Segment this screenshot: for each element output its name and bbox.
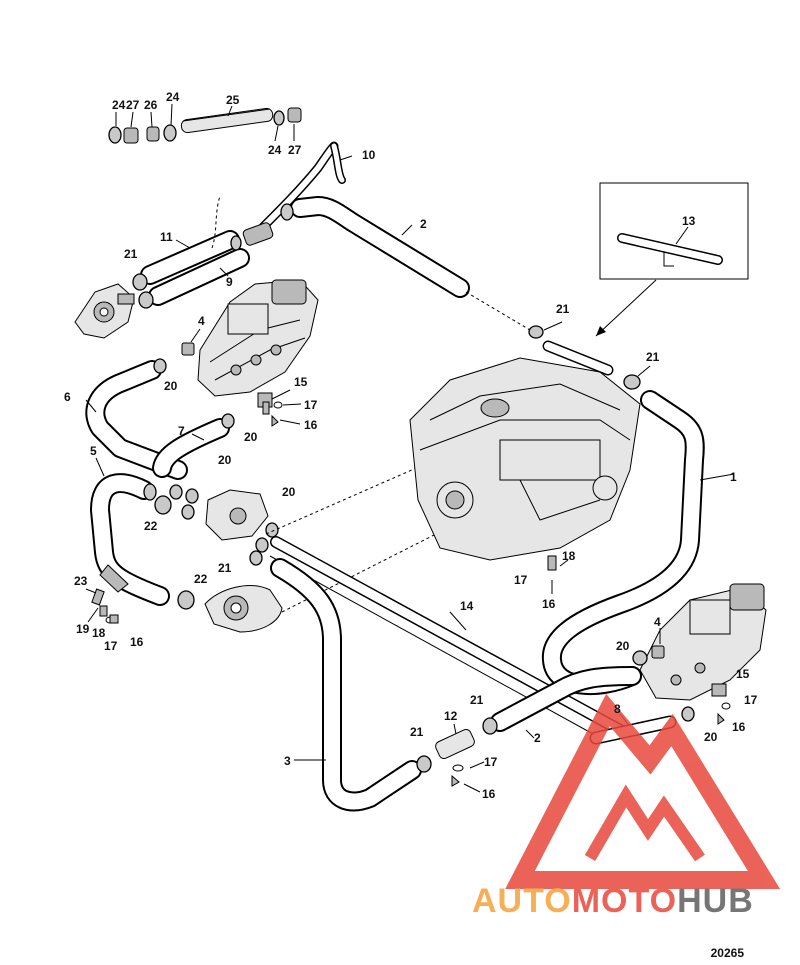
callout-17: 17: [104, 639, 118, 653]
thermostat-housing-center: [169, 461, 431, 566]
callout-20: 20: [164, 379, 178, 393]
callout-16: 16: [130, 635, 144, 649]
pipe-10: [242, 141, 353, 246]
callout-20: 20: [218, 453, 232, 467]
callout-27: 27: [126, 98, 140, 112]
callout-21: 21: [470, 693, 484, 707]
callout-24: 24: [166, 90, 180, 104]
fittings-lower-left: [85, 588, 119, 624]
inset-box-13: [595, 182, 749, 337]
callout-17: 17: [744, 693, 758, 707]
hoses-9-11: [132, 195, 250, 309]
hose-2-upper: [280, 196, 531, 331]
callout-22: 22: [144, 519, 158, 533]
figure-reference-number: 20265: [710, 946, 744, 960]
callout-12: 12: [444, 709, 458, 723]
engine-block: [409, 357, 641, 594]
callout-23: 23: [74, 574, 88, 588]
callout-21: 21: [556, 302, 570, 316]
callout-4: 4: [198, 314, 205, 328]
callout-2: 2: [534, 731, 541, 745]
exhaust-manifold-right: [632, 583, 767, 725]
hose-3: [270, 558, 432, 812]
callout-20: 20: [616, 639, 630, 653]
callout-4: 4: [654, 615, 661, 629]
callout-16: 16: [732, 720, 746, 734]
callout-21: 21: [218, 561, 232, 575]
callout-17: 17: [304, 398, 318, 412]
callout-8: 8: [614, 702, 621, 716]
callout-17: 17: [484, 755, 498, 769]
callout-24: 24: [268, 143, 282, 157]
callout-5: 5: [90, 444, 97, 458]
callout-26: 26: [144, 98, 158, 112]
callout-7: 7: [178, 424, 185, 438]
callout-20: 20: [244, 430, 258, 444]
watermark-logo: AUTOMOTOHUB: [472, 693, 781, 920]
callout-6: 6: [64, 390, 71, 404]
callout-21: 21: [646, 350, 660, 364]
callout-16: 16: [542, 597, 556, 611]
callout-labels: 24 27 26 24 25 24 27 10 2 13 11 21 9 21 …: [64, 90, 758, 801]
callout-24: 24: [112, 98, 126, 112]
exhaust-manifold-left: [181, 279, 319, 397]
fittings-15-17-16-upper: [257, 389, 302, 427]
callout-17: 17: [514, 573, 528, 587]
callout-15: 15: [736, 667, 750, 681]
callout-2: 2: [420, 217, 427, 231]
hose-7: [152, 413, 235, 478]
callout-20: 20: [704, 730, 718, 744]
callout-19: 19: [76, 622, 90, 636]
watermark-text: AUTOMOTOHUB: [472, 882, 754, 920]
callout-14: 14: [460, 599, 474, 613]
thermostat-housing: [74, 283, 135, 339]
callout-10: 10: [362, 148, 376, 162]
callout-27: 27: [288, 143, 302, 157]
callout-18: 18: [92, 626, 106, 640]
callout-11: 11: [160, 230, 173, 244]
callout-9: 9: [226, 275, 233, 289]
callout-20: 20: [282, 485, 296, 499]
crossover-tube: [528, 321, 651, 390]
callout-18: 18: [562, 549, 576, 563]
fitting-12: [435, 723, 485, 793]
callout-3: 3: [284, 754, 291, 768]
callout-25: 25: [226, 93, 240, 107]
hose-kit-top: [108, 103, 302, 144]
water-pump: [204, 531, 441, 633]
hose-6: [85, 358, 188, 480]
callout-13: 13: [682, 214, 696, 228]
callout-21: 21: [124, 247, 138, 261]
callout-1: 1: [730, 470, 737, 484]
callout-22: 22: [194, 572, 208, 586]
hose-5: [90, 457, 170, 606]
callout-16: 16: [482, 787, 496, 801]
clamps-22: [154, 495, 195, 610]
callout-16: 16: [304, 418, 318, 432]
hose-2-lower: [482, 666, 642, 739]
callout-15: 15: [294, 375, 308, 389]
callout-21: 21: [410, 725, 424, 739]
